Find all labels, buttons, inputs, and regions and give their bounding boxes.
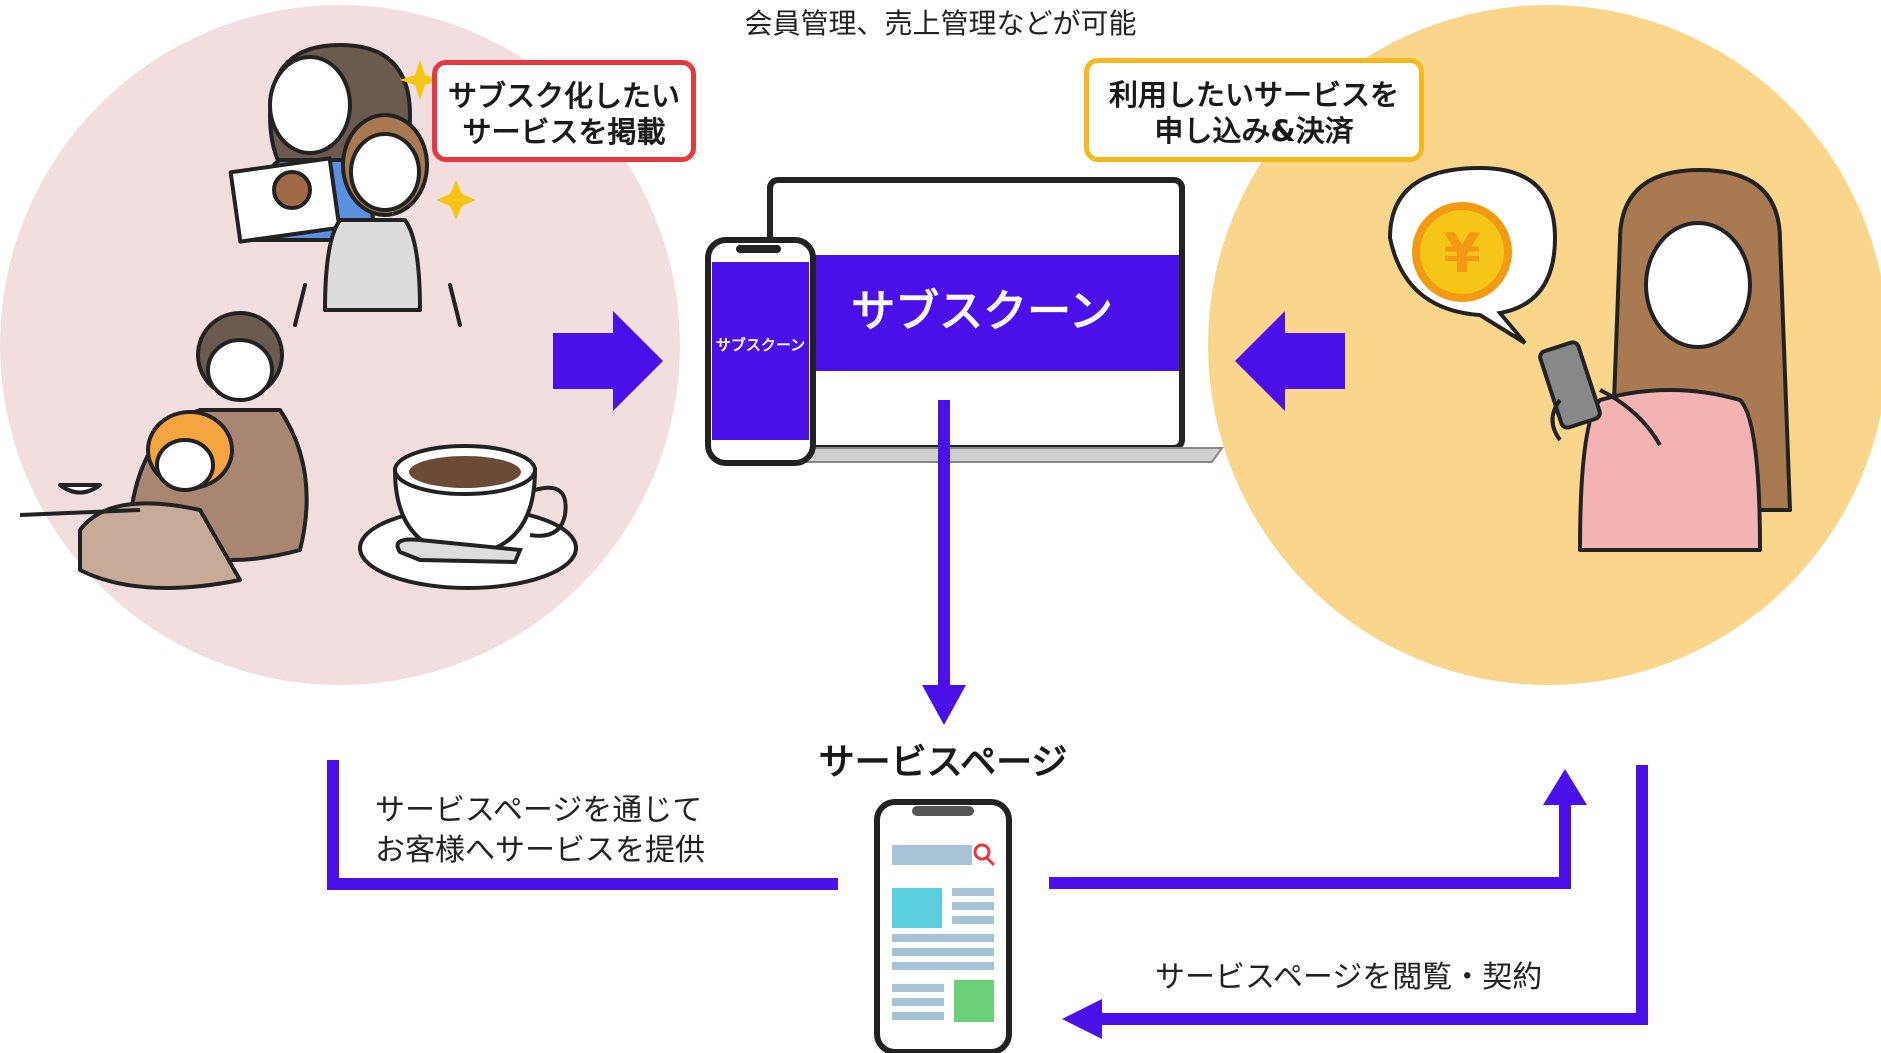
- phone-brand-text: サブスクーン: [715, 336, 806, 354]
- customer-label-line1: 利用したいサービスを: [1108, 78, 1399, 112]
- browse-flow-line: [1062, 765, 1648, 1039]
- family-illustration: [228, 43, 462, 327]
- arrow-down-icon: [922, 400, 966, 725]
- provide-flow-line2: お客様へサービスを提供: [375, 833, 705, 868]
- laptop-device: [738, 177, 1224, 463]
- laptop-brand-text: サブスクーン: [851, 286, 1113, 337]
- phone-brand-screen: [712, 262, 809, 440]
- provide-flow-line1: サービスページを通じて: [375, 793, 703, 828]
- coffee-cup-illustration: [358, 444, 578, 590]
- provider-label-line2: サービスを掲載: [462, 115, 666, 149]
- browse-flow-text: サービスページを閲覧・契約: [1155, 960, 1543, 995]
- service-page-title: サービスページ: [818, 742, 1068, 783]
- mother-baby-illustration: [19, 311, 309, 590]
- customer-illustration: [1538, 168, 1792, 552]
- sparkle-icon: [400, 60, 476, 220]
- phone-device: [705, 237, 816, 466]
- top-caption: 会員管理、売上管理などが可能: [744, 7, 1137, 40]
- yen-coin-icon: [1412, 202, 1512, 302]
- yen-symbol-icon: ¥: [1443, 222, 1481, 285]
- laptop-brand-band: [773, 255, 1179, 371]
- yen-bubble: ¥: [1387, 165, 1558, 345]
- arrow-left-icon: [1235, 311, 1345, 411]
- provide-flow-text: サービスページを通じて お客様へサービスを提供: [375, 791, 775, 871]
- provide-flow-line: [327, 760, 838, 890]
- arrow-right-icon: [553, 311, 663, 411]
- delivery-flow-line: [1049, 769, 1587, 889]
- search-icon: [973, 843, 996, 867]
- provider-label-line1: サブスク化したい: [447, 79, 680, 113]
- customer-label-box: 利用したいサービスを 申し込み&決済: [1084, 58, 1424, 162]
- service-page-phone: [874, 799, 1012, 1053]
- customer-label-line2: 申し込み&決済: [1154, 114, 1354, 148]
- search-bar: [892, 845, 972, 865]
- provider-label-box: サブスク化したい サービスを掲載: [432, 60, 696, 162]
